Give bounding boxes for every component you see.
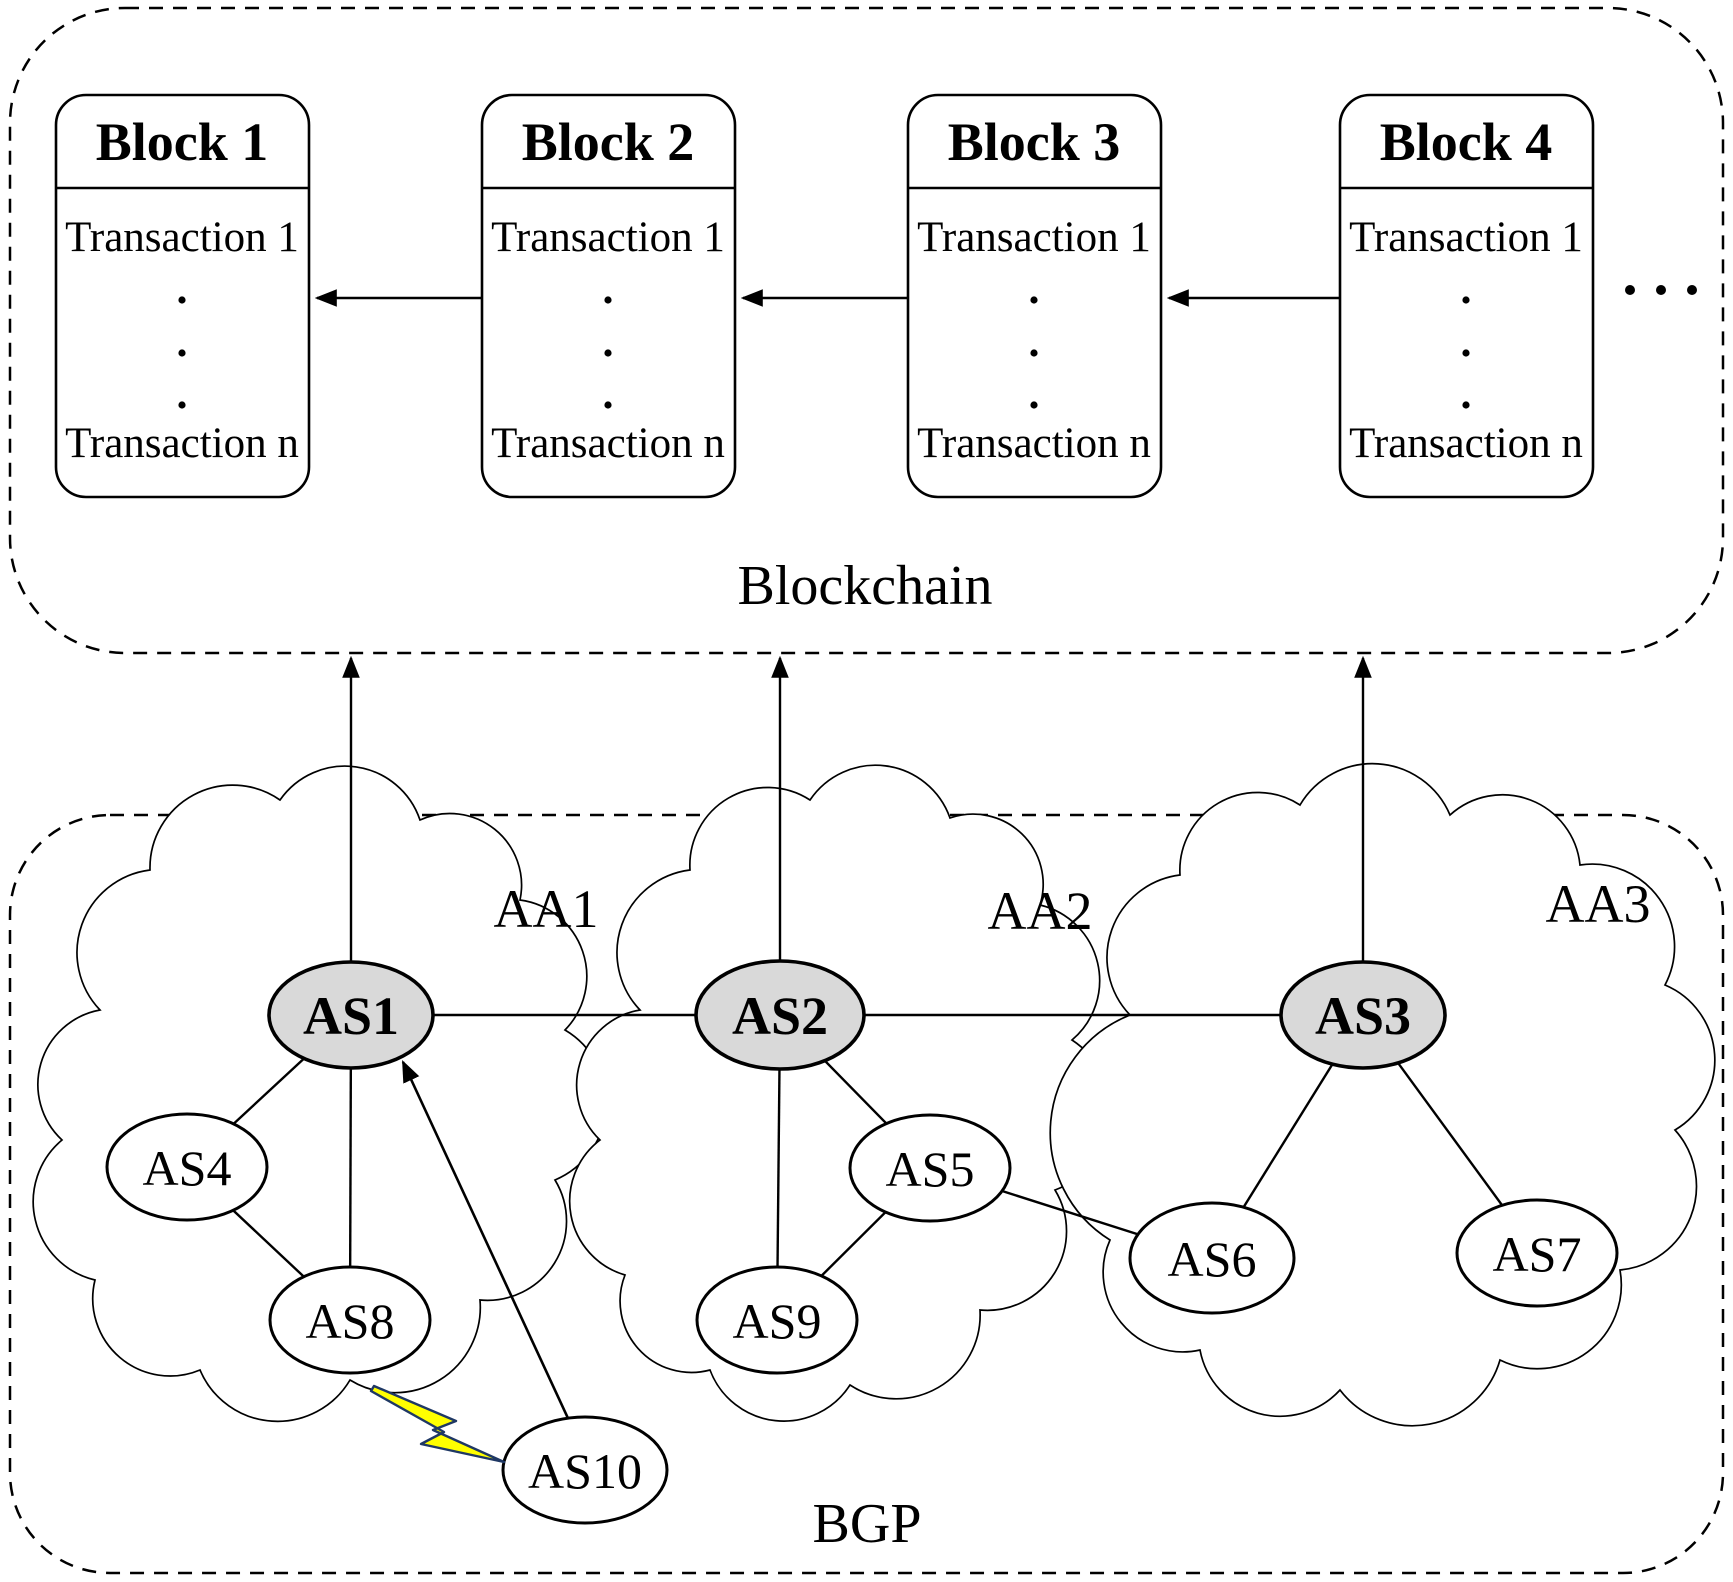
node-label: AS1 [303,986,399,1046]
node-label: AS2 [732,986,828,1046]
node-label: AS10 [528,1443,642,1499]
node-as9: AS9 [695,1265,859,1375]
node-as2: AS2 [694,959,866,1071]
block-4: Block 4 Transaction 1 Transaction n [1338,93,1595,499]
node-as6: AS6 [1128,1201,1296,1315]
block-title: Block 2 [522,112,695,172]
transaction-last: Transaction n [491,420,725,467]
node-label: AS4 [143,1140,232,1196]
node-as10: AS10 [501,1415,669,1525]
blockchain-zone-border [8,6,1725,655]
bgp-zone-label: BGP [813,1493,922,1555]
node-as4: AS4 [105,1112,269,1222]
transactions-ellipsis-dots [1462,296,1470,409]
hijack-arrow-as10-to-as1 [401,1060,587,1456]
node-as5: AS5 [848,1113,1012,1223]
transaction-last: Transaction n [65,420,299,467]
transaction-first: Transaction 1 [917,214,1151,261]
node-as7: AS7 [1455,1198,1619,1308]
transaction-last: Transaction n [917,420,1151,467]
node-label: AS5 [886,1141,975,1197]
block-3: Block 3 Transaction 1 Transaction n [906,93,1163,499]
transaction-last: Transaction n [1349,420,1583,467]
cloud-aa1 [32,765,608,1423]
node-as8: AS8 [268,1265,432,1375]
node-as1: AS1 [267,960,435,1070]
area-label-aa1: AA1 [494,879,599,939]
node-label: AS7 [1493,1226,1582,1282]
block-1: Block 1 Transaction 1 Transaction n [54,93,311,499]
transaction-first: Transaction 1 [65,214,299,261]
block-title: Block 1 [96,112,269,172]
cloud-aa3 [1049,762,1716,1427]
block-title: Block 3 [948,112,1121,172]
lightning-bolt-icon [369,1384,506,1464]
transaction-first: Transaction 1 [1349,214,1583,261]
area-label-aa2: AA2 [988,881,1093,941]
node-as3: AS3 [1279,960,1447,1070]
block-2: Block 2 Transaction 1 Transaction n [480,93,737,499]
node-label: AS3 [1315,986,1411,1046]
transactions-ellipsis-dots [604,296,612,409]
transaction-first: Transaction 1 [491,214,725,261]
node-label: AS9 [733,1293,822,1349]
more-blocks-ellipsis [1625,285,1697,295]
blockchain-zone-label: Blockchain [737,555,992,617]
area-label-aa3: AA3 [1546,874,1651,934]
node-label: AS8 [306,1293,395,1349]
transactions-ellipsis-dots [1030,296,1038,409]
node-label: AS6 [1168,1231,1257,1287]
transactions-ellipsis-dots [178,296,186,409]
cloud-aa2 [568,764,1112,1422]
block-title: Block 4 [1380,112,1553,172]
